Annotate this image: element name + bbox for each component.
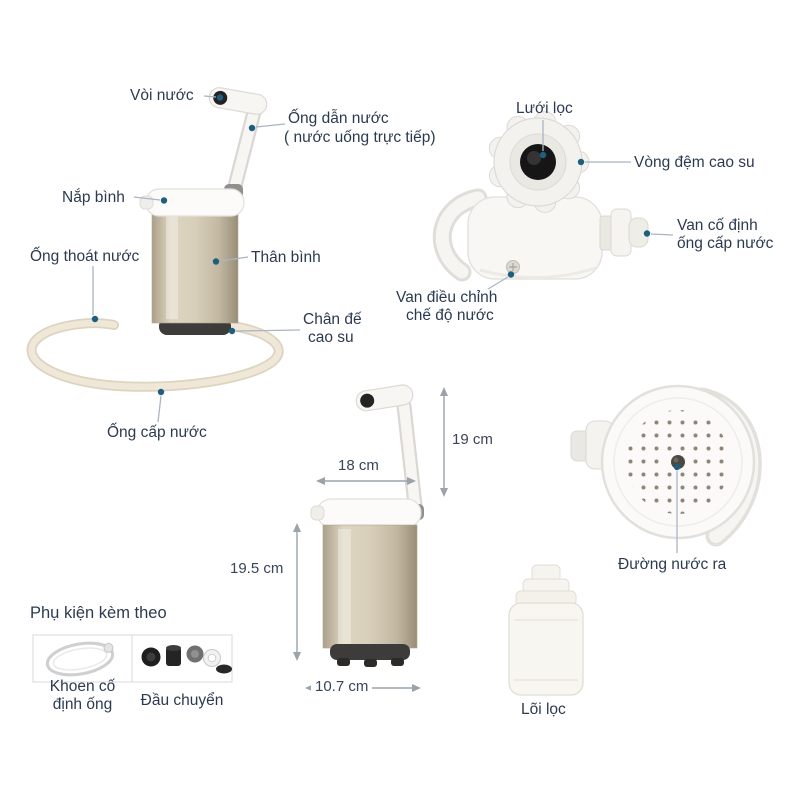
dimension-top-width: 18 cm [338,457,379,474]
steel-body [322,524,418,649]
label-van-co-dinh-line1: Van cố định [677,217,758,234]
main-unit-illustration [26,87,284,392]
accessory-ring-illustration [45,641,115,677]
dimension-spout-height: 19 cm [452,431,493,448]
rubber-base [330,644,410,660]
label-van-co-dinh-line2: ống cấp nước [677,235,774,252]
accessory-dau-chuyen: Đầu chuyển [140,692,224,709]
valve-handle [435,191,485,279]
label-van-dieu-chinh-line1: Van điều chỉnh [396,289,498,306]
accessories-title: Phụ kiện kèm theo [30,604,167,622]
label-ong-cap-nuoc: Ống cấp nước [107,424,207,441]
outlet-unit-illustration [570,384,762,547]
supply-valve-nozzle [610,208,632,257]
label-duong-nuoc-ra: Đường nước ra [618,556,727,573]
spout-head [208,87,268,115]
accessory-khoen-line2: định ống [52,696,113,713]
label-than-binh: Thân bình [251,249,321,266]
knurled-knob [488,111,590,213]
leader-lines [92,95,678,553]
lid [316,498,422,528]
label-ong-dan-nuoc-line1: Ống dẫn nước [288,110,389,127]
accessory-adapters-illustration [141,645,232,674]
water-arm [398,400,422,520]
steel-body [151,210,239,324]
label-vong-dem-cao-su: Vòng đệm cao su [634,154,755,171]
lid [145,188,245,217]
spout-head [355,384,414,412]
adjust-screw [506,260,520,274]
accessory-khoen-line1: Khoen cố [49,678,116,695]
valve-body [467,196,603,280]
valve-unit-illustration [432,111,649,282]
accessories-illustration [32,634,233,683]
label-chan-de-line1: Chân đế [303,311,362,328]
filter-core-illustration [508,564,584,696]
label-luoi-loc: Lưới lọc [516,100,573,117]
label-loi-loc: Lõi lọc [521,701,566,718]
label-voi-nuoc: Vòi nước [130,87,194,104]
dimension-unit-illustration [310,384,424,667]
label-ong-thoat-nuoc: Ống thoát nước [30,248,140,265]
label-ong-dan-nuoc-line2: ( nước uống trực tiếp) [284,129,436,146]
label-van-dieu-chinh-line2: chế độ nước [406,307,494,324]
label-nap-binh: Nắp bình [62,189,125,206]
label-chan-de-line2: cao su [308,329,354,346]
leader-dots [91,94,681,471]
dimension-body-height: 19.5 cm [230,560,284,577]
dimension-base-width: 10.7 cm [311,678,373,695]
filter-core-body [508,602,584,696]
